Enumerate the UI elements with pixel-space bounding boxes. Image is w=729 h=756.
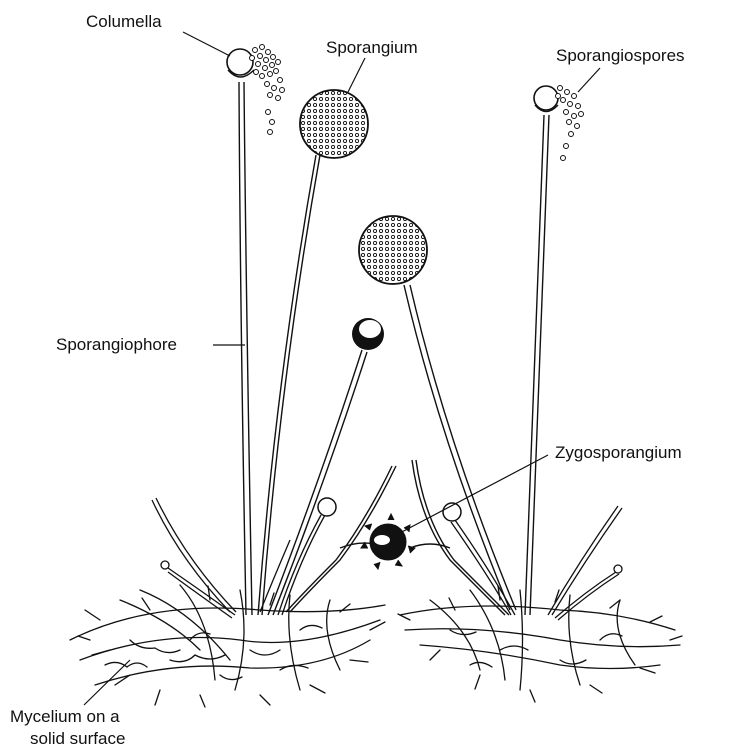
small-sporangium-left-2 — [161, 561, 169, 569]
label-mycelium-line1: Mycelium on a — [10, 707, 120, 727]
sporangiophore-mid-left — [258, 155, 320, 615]
sporangiospores-right — [556, 86, 584, 161]
label-zygosporangium: Zygosporangium — [555, 443, 682, 463]
sporangiophore-young — [268, 350, 367, 615]
columella-right — [534, 86, 558, 112]
sporangiophore-right-tall — [525, 115, 549, 615]
small-sporangium-right-2 — [614, 565, 622, 573]
label-columella: Columella — [86, 12, 162, 32]
label-sporangiophore: Sporangiophore — [56, 335, 177, 355]
mycelium-right — [398, 586, 682, 702]
zygosporangium — [361, 514, 415, 569]
label-sporangiospores: Sporangiospores — [556, 46, 685, 66]
label-mycelium-line2: solid surface — [30, 729, 125, 749]
sporangiospores-left — [250, 45, 285, 135]
small-sporangium-left-1 — [318, 498, 336, 516]
columella-left — [227, 49, 254, 77]
small-sporangiophores-left — [152, 498, 325, 618]
young-sporangium — [352, 318, 384, 350]
label-sporangium: Sporangium — [326, 38, 418, 58]
sporangium-center — [359, 216, 427, 284]
sporangium-top — [300, 90, 368, 158]
sporangiophore-center — [404, 285, 516, 610]
sporangiophore-left-tall — [239, 82, 252, 615]
